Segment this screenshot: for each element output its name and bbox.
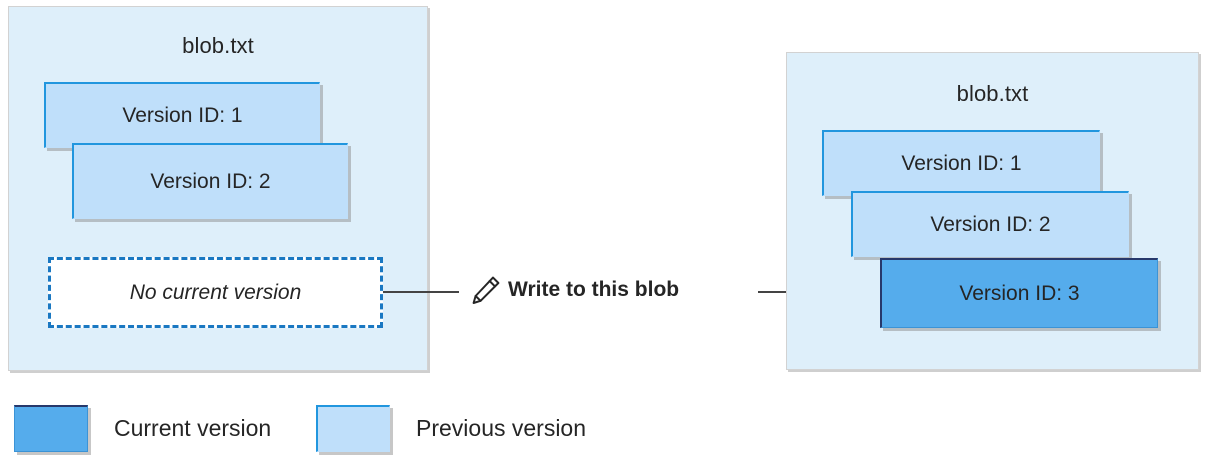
version-card-after-1: Version ID: 1	[822, 130, 1100, 196]
version-card-after-2: Version ID: 2	[851, 191, 1129, 257]
legend-swatch-previous	[316, 405, 390, 452]
version-card-before-1: Version ID: 1	[44, 82, 320, 148]
legend-item-previous: Previous version	[316, 405, 586, 452]
version-card-after-3: Version ID: 3	[880, 258, 1158, 328]
connector-line-left	[383, 291, 459, 293]
legend-label-current: Current version	[114, 415, 272, 441]
no-current-version-box: No current version	[48, 257, 383, 328]
legend-swatch-current	[14, 405, 88, 452]
legend: Current version Previous version	[0, 398, 1214, 469]
legend-label-previous: Previous version	[416, 415, 587, 441]
pencil-icon	[468, 274, 502, 308]
blob-name-label-after: blob.txt	[956, 81, 1029, 106]
version-card-before-2: Version ID: 2	[72, 143, 348, 219]
blob-name-label-before: blob.txt	[182, 33, 254, 58]
legend-item-current: Current version	[14, 405, 271, 452]
write-to-blob-label: Write to this blob	[508, 278, 680, 301]
